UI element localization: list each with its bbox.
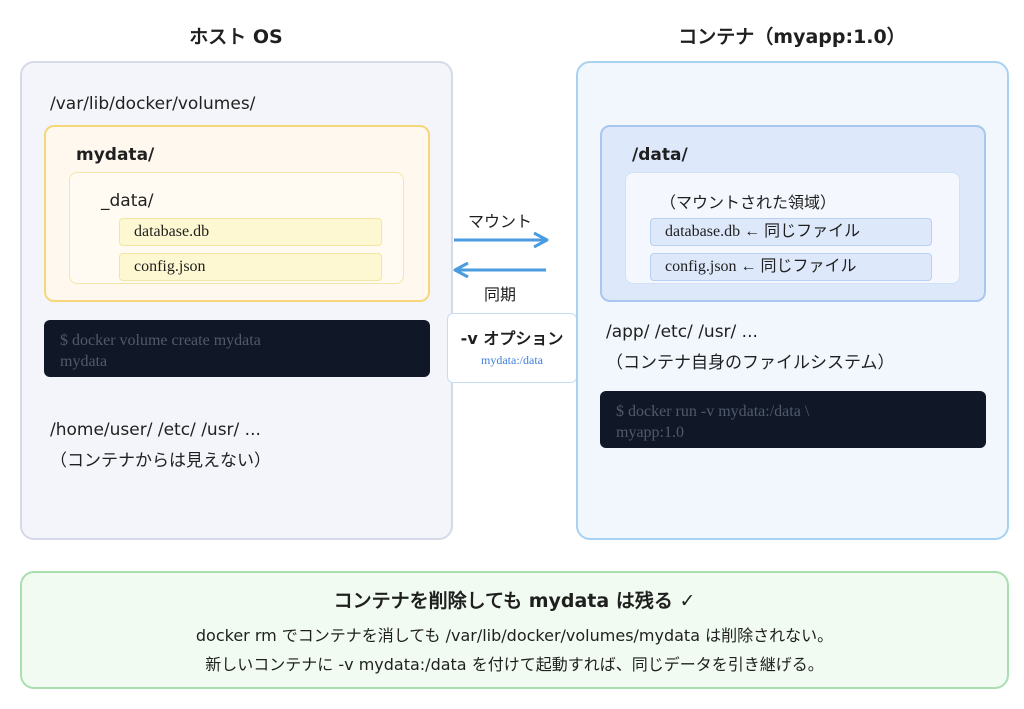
option-box: [447, 313, 577, 383]
container-file-config: config.json ← 同じファイル: [650, 253, 932, 281]
footer-box: [20, 571, 1009, 689]
host-command-line-2: mydata: [60, 353, 108, 370]
container-data-dir: /data/: [632, 145, 688, 165]
footer-title: コンテナを削除しても mydata は残る ✓: [333, 590, 696, 612]
host-os-title: ホスト OS: [189, 26, 283, 48]
sync-label: 同期: [483, 285, 516, 304]
container-other-note: （コンテナ自身のファイルシステム）: [606, 353, 895, 373]
host-command-line-1: $ docker volume create mydata: [60, 332, 261, 349]
sync-arrow-icon: [453, 262, 546, 278]
volumes-path: /var/lib/docker/volumes/: [50, 94, 256, 114]
mounted-note: （マウントされた領域）: [660, 193, 837, 212]
host-other-note: （コンテナからは見えない）: [50, 451, 271, 471]
volume-name: mydata/: [76, 145, 155, 165]
container-other-dirs: /app/ /etc/ /usr/ ...: [606, 322, 758, 342]
container-file-database: database.db ← 同じファイル: [650, 218, 932, 246]
container-title: コンテナ（myapp:1.0）: [678, 26, 906, 48]
container-command-line-1: $ docker run -v mydata:/data \: [616, 403, 810, 420]
option-title: -v オプション: [460, 329, 564, 348]
host-file-database: database.db: [119, 218, 382, 246]
container-command-line-2: myapp:1.0: [616, 424, 684, 441]
host-file-config: config.json: [119, 253, 382, 281]
data-dir-label: _data/: [101, 191, 154, 211]
container-terminal: $ docker run -v mydata:/data \ myapp:1.0: [600, 391, 986, 448]
mount-label: マウント: [467, 212, 532, 231]
mount-arrow-icon: [454, 232, 549, 248]
option-value: mydata:/data: [481, 353, 543, 367]
host-terminal: $ docker volume create mydata mydata: [44, 320, 430, 377]
footer-line-1: docker rm でコンテナを消しても /var/lib/docker/vol…: [195, 626, 834, 645]
host-other-dirs: /home/user/ /etc/ /usr/ ...: [50, 420, 261, 440]
footer-line-2: 新しいコンテナに -v mydata:/data を付けて起動すれば、同じデータ…: [205, 655, 824, 674]
